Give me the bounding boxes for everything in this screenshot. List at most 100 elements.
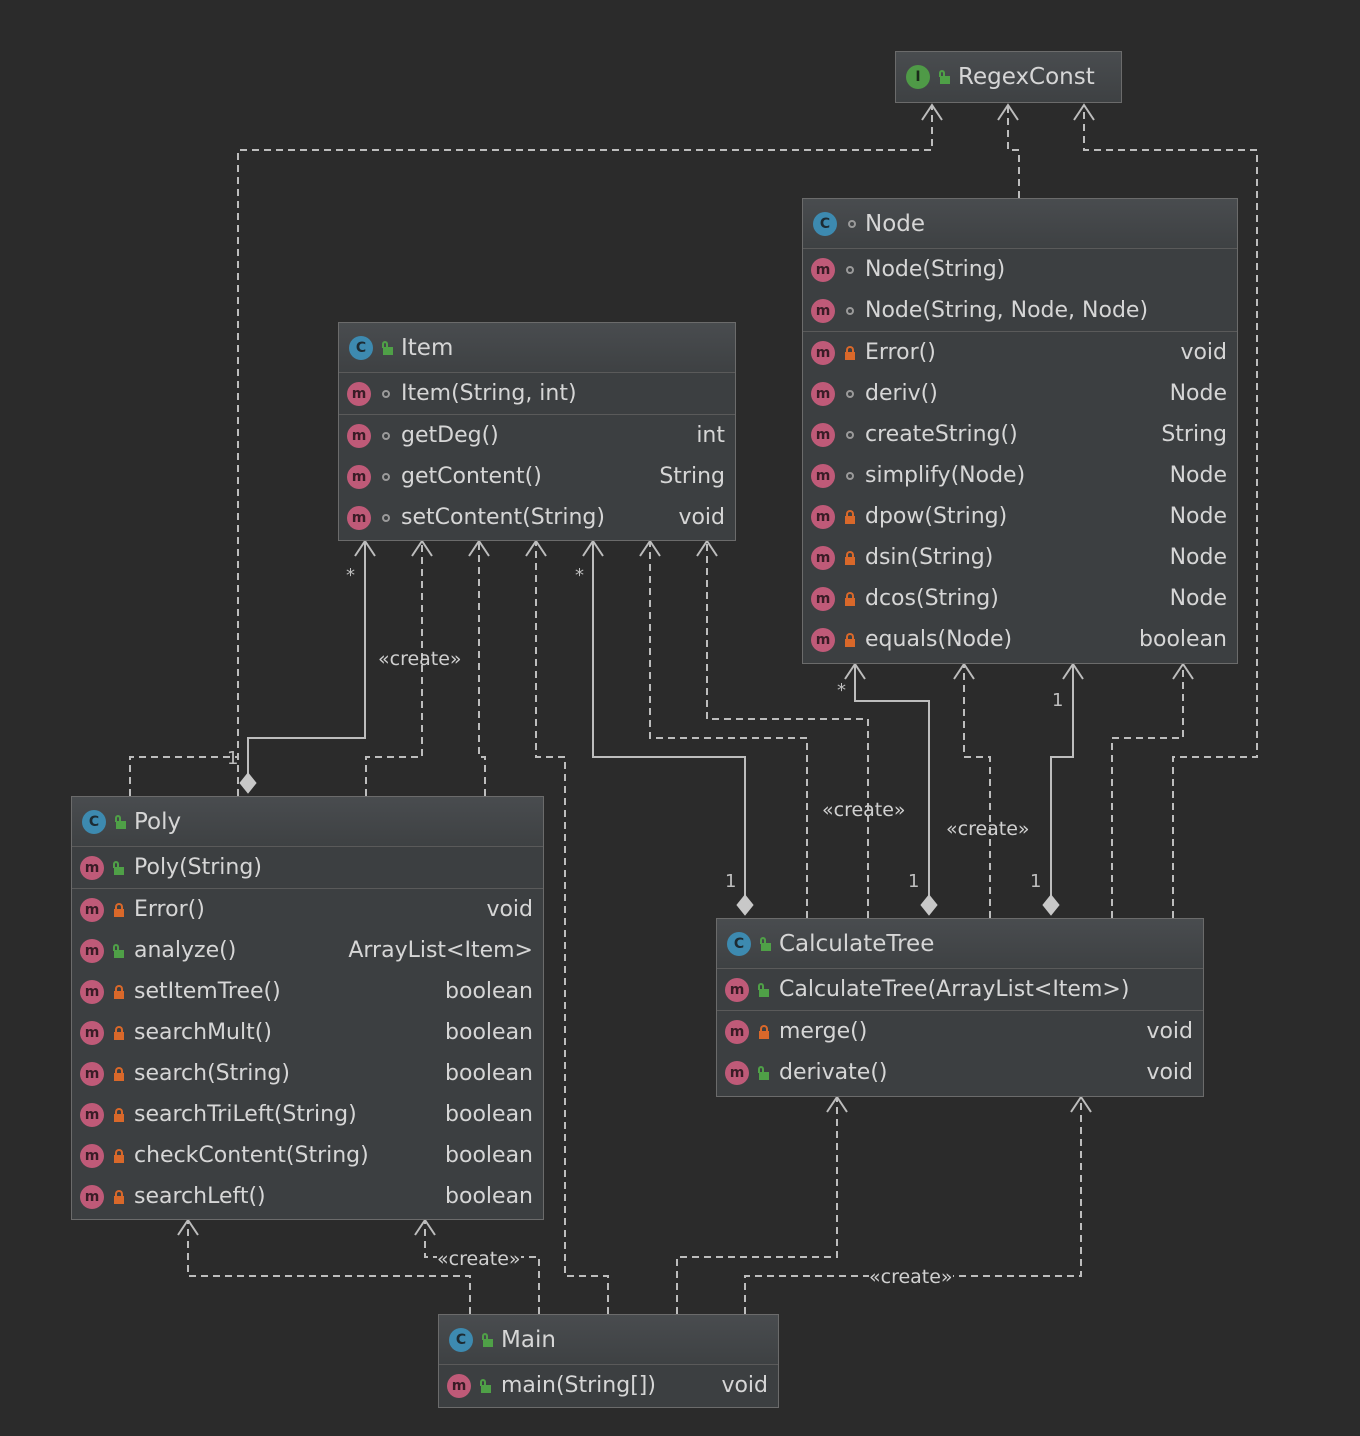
private-icon: [112, 1148, 126, 1163]
package-private-icon: [379, 470, 393, 484]
return-type: boolean: [445, 1020, 533, 1045]
method-icon: m: [811, 627, 835, 652]
private-icon: [843, 591, 857, 606]
runnable-class-icon: C: [449, 1327, 473, 1352]
class-icon: C: [82, 809, 106, 834]
private-icon: [112, 1189, 126, 1204]
edge-poly-item-composition: [247, 541, 366, 775]
return-type: boolean: [445, 1061, 533, 1086]
method-icon: m: [80, 1061, 104, 1086]
edge-calculatetree-node-create: [963, 664, 991, 918]
edge-poly-regexconst: [237, 105, 933, 796]
return-type: String: [659, 464, 725, 489]
return-type: Node: [1169, 463, 1227, 488]
return-type: void: [1146, 1019, 1193, 1044]
private-icon: [112, 1066, 126, 1081]
package-private-icon: [379, 511, 393, 525]
class-name: Item: [401, 334, 454, 361]
public-icon: [757, 1065, 771, 1080]
edge-main-calculatetree: [676, 1097, 838, 1314]
method-icon: m: [80, 979, 104, 1004]
member-signature: searchMult(): [134, 1020, 272, 1045]
edge-calculatetree-node-composition2: [1050, 664, 1074, 897]
method-icon: m: [347, 423, 371, 448]
multiplicity-many: *: [575, 565, 584, 586]
method-icon: m: [811, 504, 835, 529]
method-icon: m: [80, 938, 104, 963]
edge-calculatetree-item-dep1: [649, 541, 808, 918]
method-icon: m: [725, 1019, 749, 1044]
member-signature: analyze(): [134, 938, 237, 963]
public-icon: [112, 943, 126, 958]
class-name: RegexConst: [958, 64, 1095, 90]
public-icon: [381, 340, 395, 355]
multiplicity-one: 1: [908, 871, 920, 892]
member-signature: deriv(): [865, 381, 938, 406]
private-icon: [843, 632, 857, 647]
edge-main-poly: [187, 1220, 471, 1314]
method-icon: m: [80, 855, 104, 880]
class-regexconst[interactable]: I RegexConst: [895, 51, 1122, 103]
class-header: C Item: [339, 323, 735, 373]
private-icon: [843, 345, 857, 360]
return-type: void: [486, 897, 533, 922]
package-private-icon: [379, 387, 393, 401]
class-icon: C: [349, 335, 373, 360]
member-signature: searchLeft(): [134, 1184, 266, 1209]
member-signature: setItemTree(): [134, 979, 281, 1004]
method-icon: m: [811, 381, 835, 406]
public-icon: [938, 70, 952, 84]
method-icon: m: [80, 1143, 104, 1168]
method-icon: m: [811, 422, 835, 447]
member-signature: Node(String, Node, Node): [865, 298, 1149, 323]
edge-node-regexconst: [1007, 105, 1020, 198]
class-header: C Node: [803, 199, 1237, 249]
multiplicity-one: 1: [725, 871, 737, 892]
static-method-icon: m: [447, 1373, 471, 1398]
public-icon: [757, 982, 771, 997]
private-icon: [112, 1107, 126, 1122]
package-private-icon: [379, 429, 393, 443]
return-type: Node: [1169, 545, 1227, 570]
class-header: C CalculateTree: [717, 919, 1203, 969]
private-icon: [112, 984, 126, 999]
private-icon: [757, 1024, 771, 1039]
package-private-icon: [843, 387, 857, 401]
return-type: boolean: [445, 1143, 533, 1168]
public-icon: [481, 1332, 495, 1347]
